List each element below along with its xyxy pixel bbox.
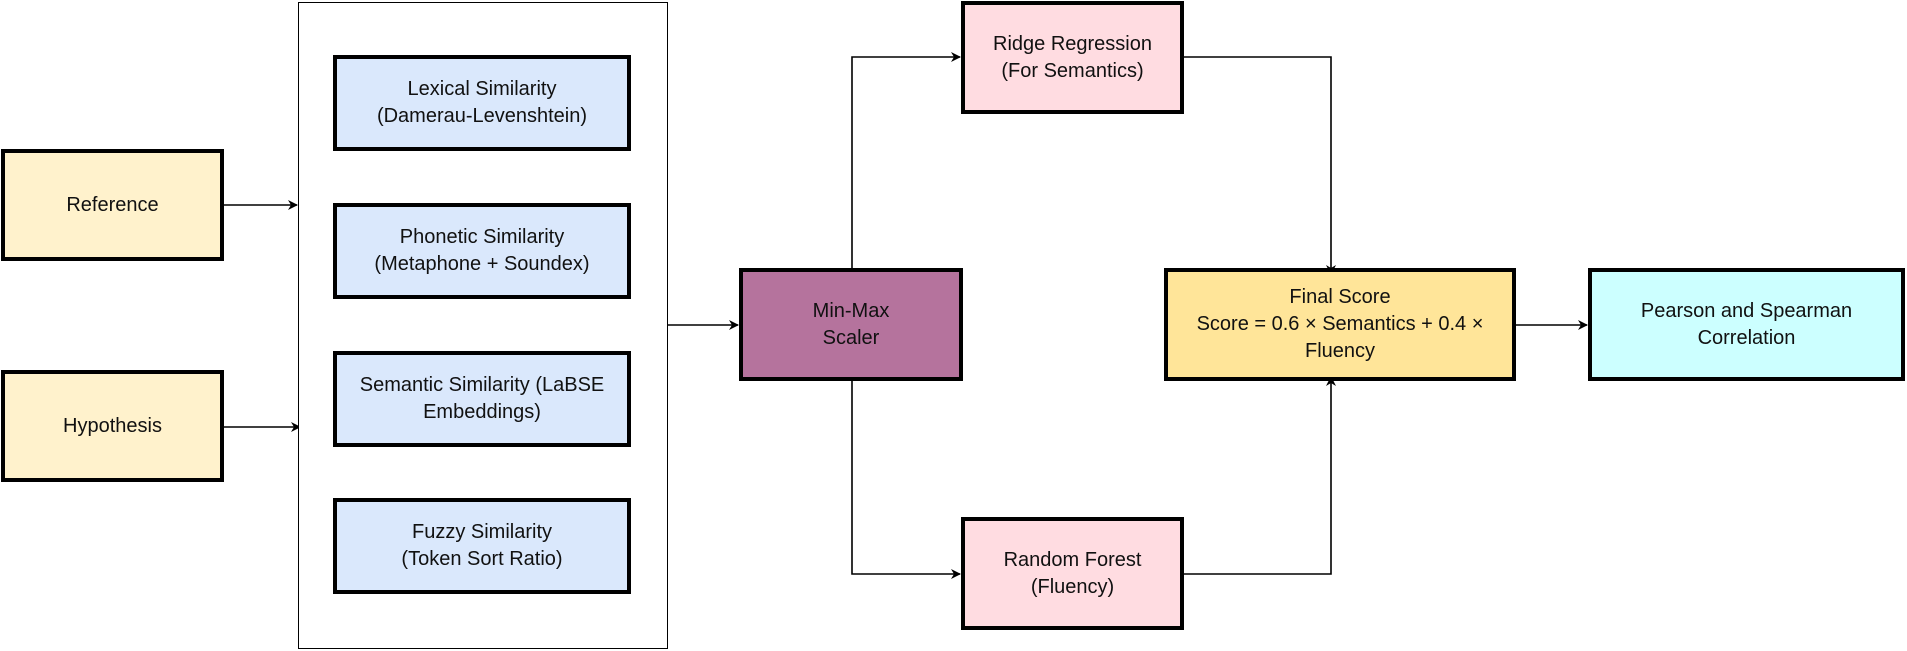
- arrow-forest-to-final: [1183, 376, 1336, 575]
- arrow-ridge-to-final: [1183, 56, 1336, 275]
- arrow-scaler-to-forest: [851, 380, 961, 579]
- min-max-scaler-node: Min-Max Scaler: [739, 268, 963, 381]
- fuzzy-similarity-node: Fuzzy Similarity (Token Sort Ratio): [333, 498, 631, 594]
- reference-node: Reference: [1, 149, 224, 261]
- hypothesis-node: Hypothesis: [1, 370, 224, 482]
- phonetic-similarity-node: Phonetic Similarity (Metaphone + Soundex…: [333, 203, 631, 299]
- correlation-node: Pearson and Spearman Correlation: [1588, 268, 1905, 381]
- lexical-similarity-node: Lexical Similarity (Damerau-Levenshtein): [333, 55, 631, 151]
- ridge-regression-node: Ridge Regression (For Semantics): [961, 1, 1184, 114]
- random-forest-node: Random Forest (Fluency): [961, 517, 1184, 630]
- arrow-scaler-to-ridge: [851, 52, 961, 268]
- final-score-node: Final Score Score = 0.6 × Semantics + 0.…: [1164, 268, 1516, 381]
- semantic-similarity-node: Semantic Similarity (LaBSE Embeddings): [333, 351, 631, 447]
